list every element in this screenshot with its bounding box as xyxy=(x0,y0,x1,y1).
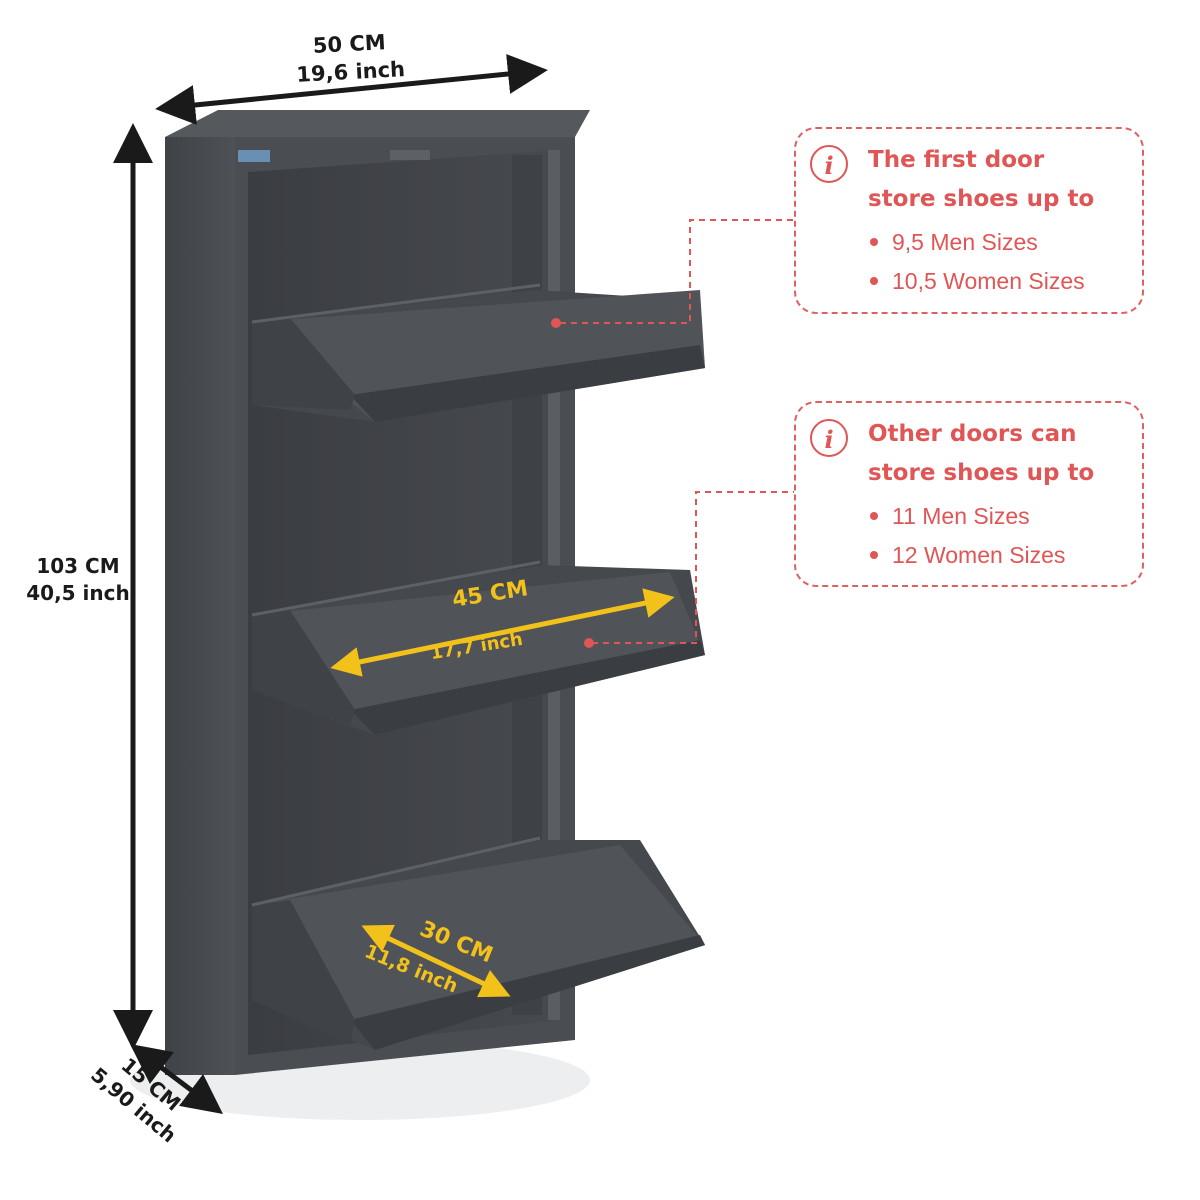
cabinet-left-side xyxy=(165,137,235,1075)
callout-connector-1 xyxy=(560,219,794,324)
bullet-icon xyxy=(870,511,878,520)
info-box-other-doors: i Other doors can store shoes up to 11 M… xyxy=(794,401,1144,587)
info-title-line: Other doors can xyxy=(868,421,1077,447)
brand-plate xyxy=(238,150,270,162)
list-item-text: 10,5 Women Sizes xyxy=(892,268,1085,294)
width-arrow xyxy=(155,54,548,125)
list-item-text: 12 Women Sizes xyxy=(892,542,1066,568)
callout-dot-1 xyxy=(551,318,561,328)
list-item: 10,5 Women Sizes xyxy=(870,262,1085,301)
height-cm: 103 CM xyxy=(36,554,120,578)
info-icon: i xyxy=(810,419,848,457)
door-depth-arrow xyxy=(361,924,511,998)
info-title-line: store shoes up to xyxy=(868,186,1095,212)
depth-arrow xyxy=(130,1043,223,1115)
height-label: 103 CM 40,5 inch xyxy=(8,553,148,607)
cabinet-vent xyxy=(390,150,430,160)
list-item-text: 9,5 Men Sizes xyxy=(892,229,1038,255)
size-list: 11 Men Sizes 12 Women Sizes xyxy=(870,497,1065,575)
info-icon: i xyxy=(810,145,848,183)
info-title-line: The first door xyxy=(868,147,1045,173)
cabinet-top xyxy=(165,110,590,137)
callout-dot-2 xyxy=(584,638,594,648)
bullet-icon xyxy=(870,550,878,559)
size-list: 9,5 Men Sizes 10,5 Women Sizes xyxy=(870,223,1085,301)
list-item: 9,5 Men Sizes xyxy=(870,223,1085,262)
door-1 xyxy=(251,283,705,422)
info-title: The first door store shoes up to xyxy=(868,141,1138,219)
bullet-icon xyxy=(870,237,878,246)
height-inch: 40,5 inch xyxy=(26,581,130,605)
callout-connector-2 xyxy=(592,491,794,644)
list-item: 12 Women Sizes xyxy=(870,536,1065,575)
info-title-line: store shoes up to xyxy=(868,460,1095,486)
list-item-text: 11 Men Sizes xyxy=(892,503,1030,529)
list-item: 11 Men Sizes xyxy=(870,497,1065,536)
door-width-arrow xyxy=(330,588,675,677)
bullet-icon xyxy=(870,276,878,285)
info-title: Other doors can store shoes up to xyxy=(868,415,1138,493)
info-box-first-door: i The first door store shoes up to 9,5 M… xyxy=(794,127,1144,314)
